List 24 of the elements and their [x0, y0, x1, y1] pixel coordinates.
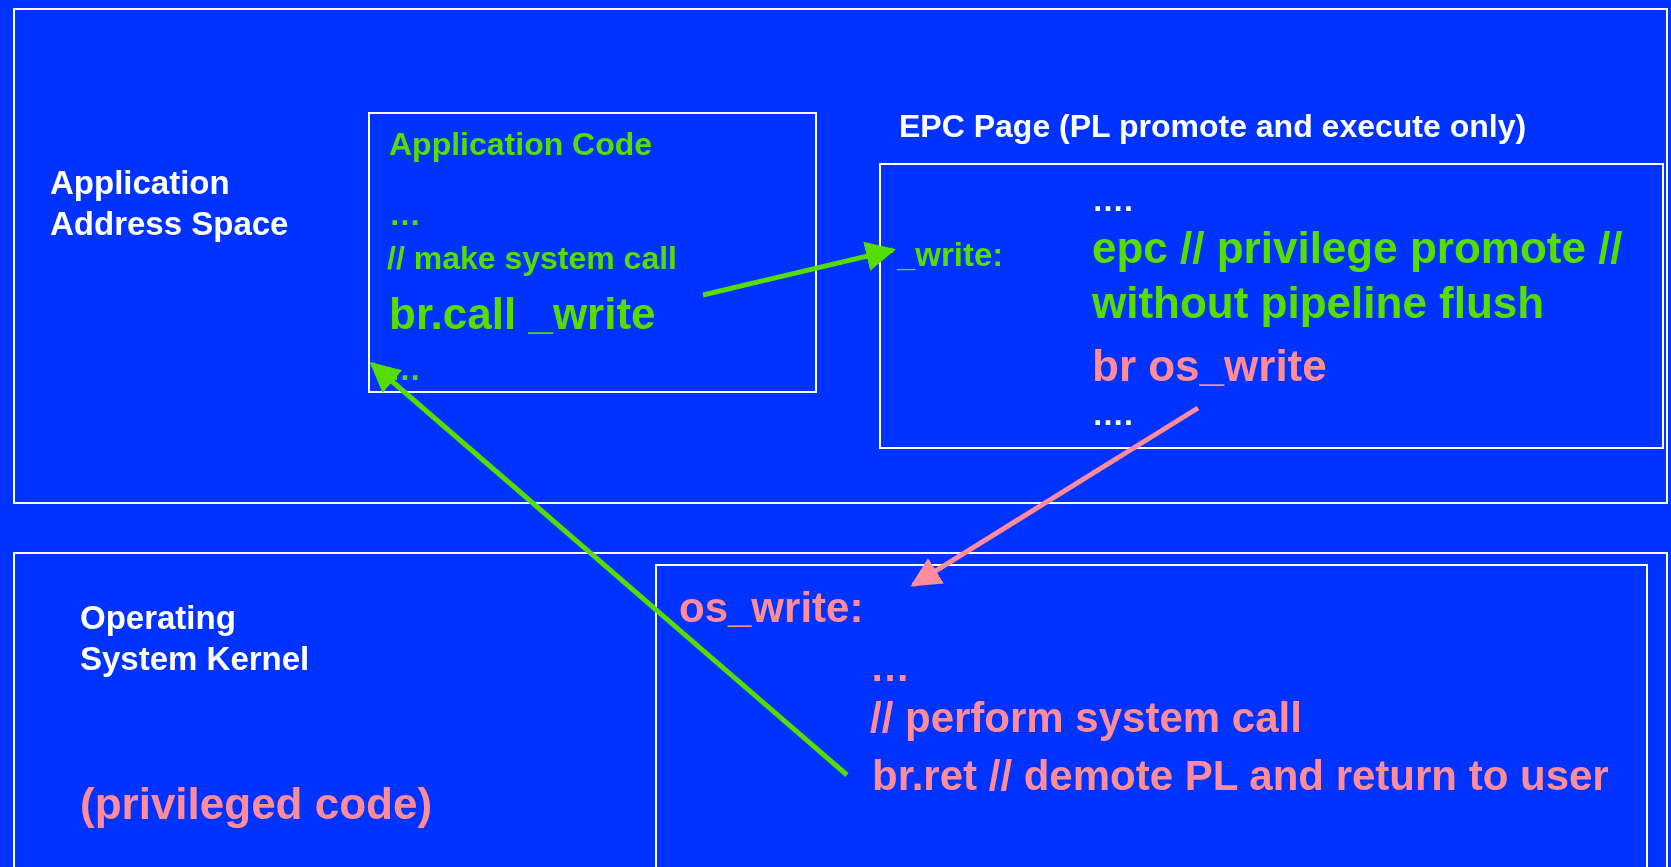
code-text: … — [389, 195, 421, 234]
code-text: br os_write — [1092, 340, 1327, 392]
code-text: // make system call — [387, 239, 677, 278]
heading: … — [870, 644, 910, 691]
heading: Application Code — [389, 125, 653, 164]
code-text: epc // privilege promote // without pipeline flush — [1092, 222, 1624, 329]
code-box — [655, 564, 1648, 867]
heading: Operating System Kernel — [80, 598, 311, 680]
code-text: …. — [1092, 181, 1133, 220]
arrow — [702, 241, 896, 298]
code-text: br.call _write — [389, 288, 656, 340]
code-text: os_write: — [679, 583, 864, 633]
code-text: // perform system call — [870, 693, 1302, 743]
code-text: (privileged code) — [80, 778, 433, 830]
arrow — [369, 362, 849, 777]
code-text: …. — [1092, 395, 1133, 434]
heading: Application Address Space — [50, 163, 290, 245]
kernel-panel — [13, 552, 1668, 867]
code-text: _write: — [897, 235, 1004, 275]
code-text: br.ret // demote PL and return to user — [872, 751, 1609, 801]
address-space-panel — [13, 8, 1668, 504]
code-box — [368, 112, 817, 393]
code-text: EPC Page (PL promote and execute only) — [899, 107, 1527, 146]
arrow — [910, 405, 1200, 588]
